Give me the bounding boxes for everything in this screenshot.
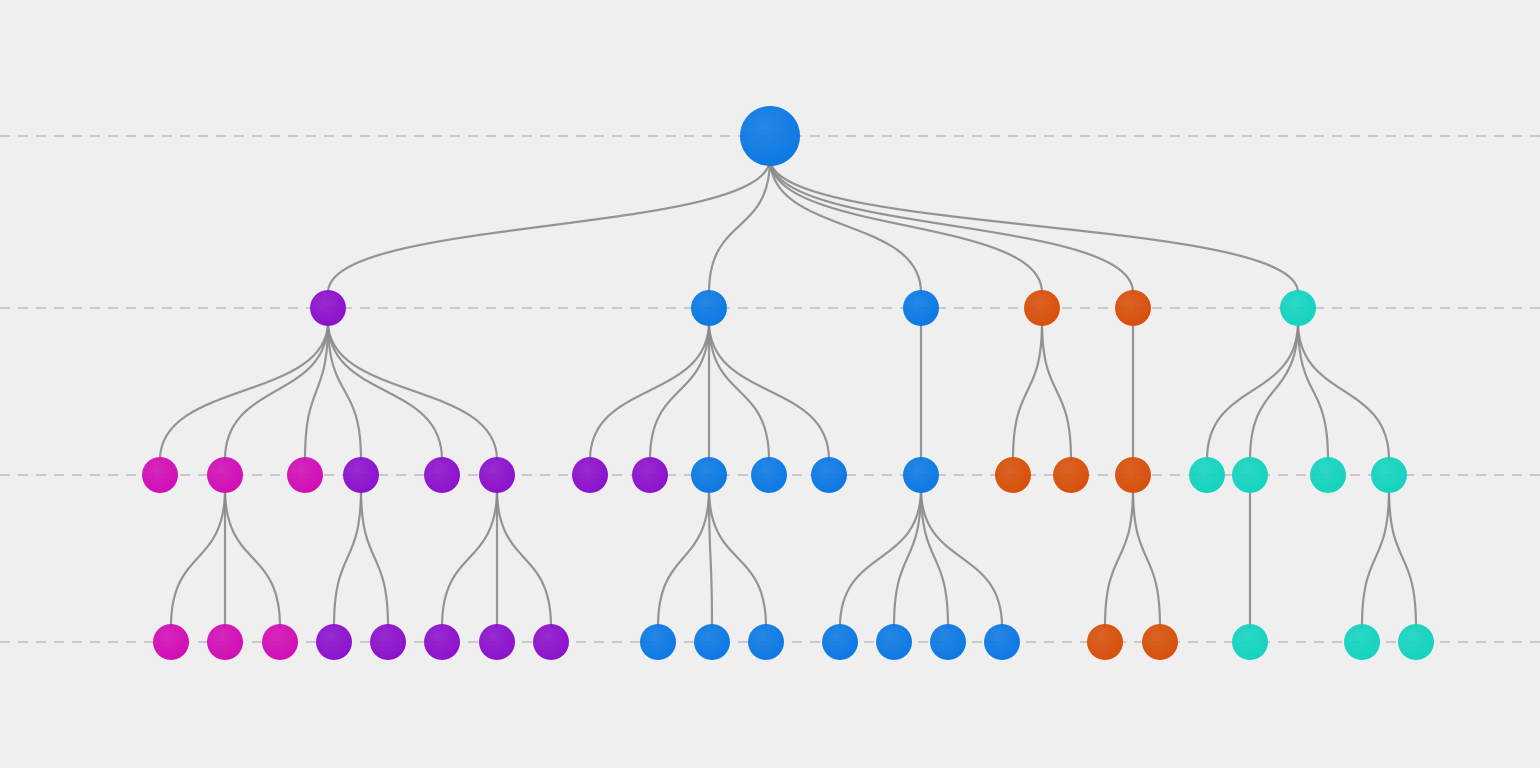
edge-root-a bbox=[326, 157, 772, 294]
edge-root-e bbox=[768, 157, 1135, 294]
edge-a6-a6a bbox=[440, 487, 499, 628]
tree-node-f4a bbox=[1344, 624, 1380, 660]
tree-node-e bbox=[1115, 290, 1151, 326]
edge-e1-e1b bbox=[1131, 487, 1162, 628]
tree-node-f1 bbox=[1189, 457, 1225, 493]
tree-node-b5 bbox=[811, 457, 847, 493]
edge-c1-c1b bbox=[892, 487, 923, 628]
edge-b3-b3a bbox=[656, 487, 711, 628]
edge-b-b5 bbox=[707, 320, 831, 461]
tree-node-f3 bbox=[1310, 457, 1346, 493]
edge-d-d1 bbox=[1011, 320, 1044, 461]
tree-node-c1a bbox=[822, 624, 858, 660]
edge-a-a5 bbox=[326, 320, 444, 461]
tree-node-a2 bbox=[207, 457, 243, 493]
root-node bbox=[740, 106, 800, 166]
tree-node-c1 bbox=[903, 457, 939, 493]
tree-node-f4 bbox=[1371, 457, 1407, 493]
edge-a4-a4a bbox=[332, 487, 363, 628]
tree-node-a2c bbox=[262, 624, 298, 660]
tree-node-a3 bbox=[287, 457, 323, 493]
edge-a-a4 bbox=[326, 320, 363, 461]
edge-root-f bbox=[768, 157, 1300, 294]
edge-root-c bbox=[768, 157, 923, 294]
edge-a-a2 bbox=[223, 320, 330, 461]
edge-b-b1 bbox=[588, 320, 711, 461]
tree-node-a5 bbox=[424, 457, 460, 493]
edge-root-d bbox=[768, 157, 1044, 294]
level-guides bbox=[0, 135, 1540, 643]
tree-node-f bbox=[1280, 290, 1316, 326]
tree-node-a6b bbox=[479, 624, 515, 660]
tree-node-a6 bbox=[479, 457, 515, 493]
tree-node-a2b bbox=[207, 624, 243, 660]
tree-node-c1d bbox=[984, 624, 1020, 660]
tree-node-a1 bbox=[142, 457, 178, 493]
edge-f-f3 bbox=[1296, 320, 1330, 461]
edge-f-f2 bbox=[1248, 320, 1300, 461]
tree-node-b1 bbox=[572, 457, 608, 493]
tree-node-b2 bbox=[632, 457, 668, 493]
tree-node-b3a bbox=[640, 624, 676, 660]
tree-node-a6c bbox=[533, 624, 569, 660]
tree-node-b4 bbox=[751, 457, 787, 493]
tree-nodes bbox=[142, 106, 1434, 660]
tree-node-e1 bbox=[1115, 457, 1151, 493]
tree-edges bbox=[158, 157, 1418, 628]
tree-node-a4b bbox=[370, 624, 406, 660]
edge-a4-a4b bbox=[359, 487, 390, 628]
tree-node-a4a bbox=[316, 624, 352, 660]
tree-node-c bbox=[903, 290, 939, 326]
tree-node-a bbox=[310, 290, 346, 326]
tree-node-b3b bbox=[694, 624, 730, 660]
edge-f4-f4a bbox=[1360, 487, 1391, 628]
edge-d-d2 bbox=[1040, 320, 1073, 461]
tree-node-b bbox=[691, 290, 727, 326]
edge-a-a3 bbox=[303, 320, 330, 461]
tree-node-b3c bbox=[748, 624, 784, 660]
tree-node-f2a bbox=[1232, 624, 1268, 660]
edge-b-b2 bbox=[648, 320, 711, 461]
edge-f-f4 bbox=[1296, 320, 1391, 461]
edge-c1-c1c bbox=[919, 487, 950, 628]
tree-node-f4b bbox=[1398, 624, 1434, 660]
edge-a-a1 bbox=[158, 320, 330, 461]
edge-root-b bbox=[707, 157, 772, 294]
edge-f-f1 bbox=[1205, 320, 1300, 461]
tree-node-e1b bbox=[1142, 624, 1178, 660]
edge-a2-a2c bbox=[223, 487, 282, 628]
edge-b3-b3c bbox=[707, 487, 768, 628]
edge-c1-c1d bbox=[919, 487, 1004, 628]
tree-node-e1a bbox=[1087, 624, 1123, 660]
tree-node-d2 bbox=[1053, 457, 1089, 493]
edge-b-b4 bbox=[707, 320, 771, 461]
tree-node-f2 bbox=[1232, 457, 1268, 493]
edge-e1-e1a bbox=[1103, 487, 1135, 628]
edge-a6-a6c bbox=[495, 487, 553, 628]
tree-node-c1b bbox=[876, 624, 912, 660]
tree-node-b3 bbox=[691, 457, 727, 493]
edge-c1-c1a bbox=[838, 487, 923, 628]
tree-node-a2a bbox=[153, 624, 189, 660]
edge-a-a6 bbox=[326, 320, 499, 461]
edge-a2-a2a bbox=[169, 487, 227, 628]
tree-node-c1c bbox=[930, 624, 966, 660]
tree-node-d1 bbox=[995, 457, 1031, 493]
edge-f4-f4b bbox=[1387, 487, 1418, 628]
tree-node-a4 bbox=[343, 457, 379, 493]
tree-node-d bbox=[1024, 290, 1060, 326]
edge-b3-b3b bbox=[707, 487, 714, 628]
tree-node-a6a bbox=[424, 624, 460, 660]
